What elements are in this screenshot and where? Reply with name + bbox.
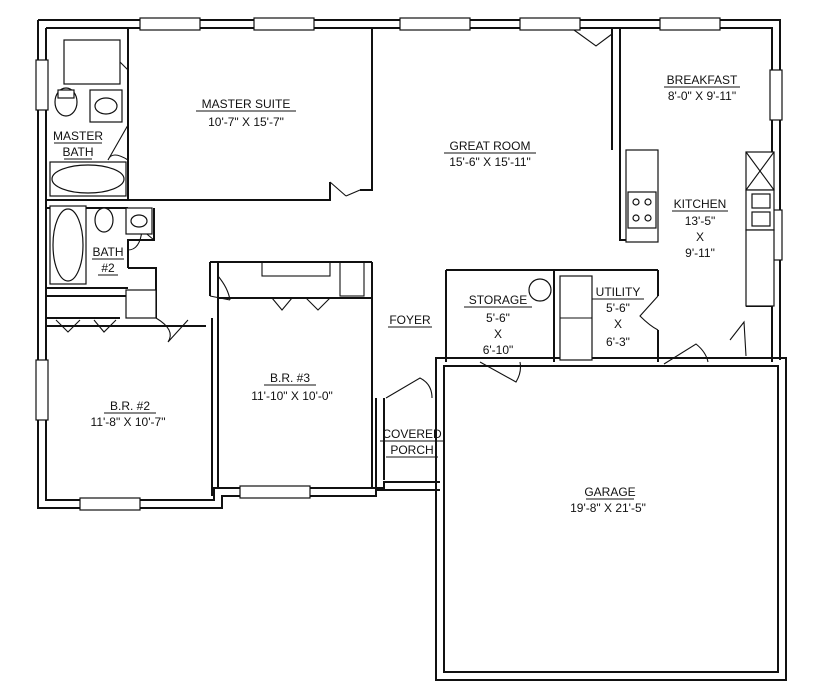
master-suite-name: MASTER SUITE	[202, 97, 291, 111]
great-room-size: 15'-6" X 15'-11"	[449, 155, 531, 169]
foyer-name: FOYER	[389, 313, 431, 327]
storage-size-line2: 6'-10"	[483, 343, 514, 357]
interior-walls	[46, 28, 772, 496]
br3-size: 11'-10" X 10'-0"	[251, 389, 333, 403]
room-labels: MASTER SUITE 10'-7" X 15'-7" GREAT ROOM …	[53, 73, 740, 515]
utility-name: UTILITY	[596, 285, 641, 299]
great-room-name: GREAT ROOM	[450, 139, 531, 153]
kitchen-x: X	[696, 230, 704, 244]
garage-walls	[435, 357, 787, 681]
windows	[35, 17, 783, 511]
garage-name: GARAGE	[584, 485, 635, 499]
kitchen-name: KITCHEN	[674, 197, 727, 211]
br2-size: 11'-8" X 10'-7"	[91, 415, 166, 429]
master-bath-line1: MASTER	[53, 129, 103, 143]
bath2-line1: BATH	[92, 245, 123, 259]
kitchen-size-line1: 13'-5"	[685, 214, 716, 228]
br3-name: B.R. #3	[270, 371, 310, 385]
master-suite-size: 10'-7" X 15'-7"	[208, 115, 284, 129]
utility-x: X	[614, 317, 622, 331]
garage-size: 19'-8" X 21'-5"	[570, 501, 646, 515]
kitchen-size-line2: 9'-11"	[685, 246, 715, 260]
utility-size-line1: 5'-6"	[606, 301, 630, 315]
utility-size-line2: 6'-3"	[606, 335, 630, 349]
covered-porch-line1: COVERED	[382, 427, 442, 441]
storage-x: X	[494, 327, 502, 341]
fixtures	[49, 39, 775, 361]
breakfast-size: 8'-0" X 9'-11"	[668, 89, 736, 103]
covered-porch-line2: PORCH	[390, 443, 433, 457]
storage-size-line1: 5'-6"	[486, 311, 510, 325]
br2-name: B.R. #2	[110, 399, 150, 413]
doors	[55, 29, 747, 399]
master-bath-line2: BATH	[62, 145, 93, 159]
breakfast-name: BREAKFAST	[667, 73, 738, 87]
bath2-line2: #2	[101, 261, 115, 275]
storage-name: STORAGE	[469, 293, 527, 307]
